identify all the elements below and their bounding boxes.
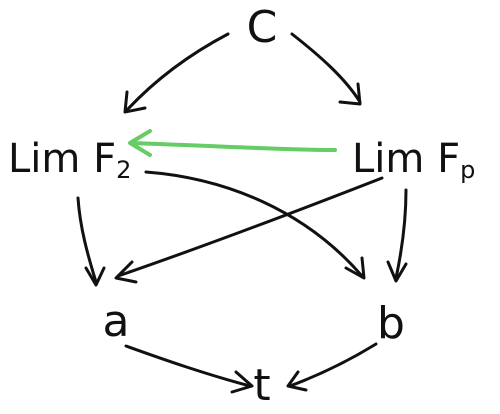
node-t: t — [253, 360, 270, 411]
node-lim-f2-label: Lim F — [8, 136, 116, 182]
node-a: a — [103, 296, 130, 347]
edge-lim-fp-to-lim-f2 — [128, 129, 337, 157]
node-lim-fp-subscript: p — [460, 156, 475, 184]
node-lim-f2-subscript: 2 — [116, 156, 131, 184]
edge-a-to-t — [124, 344, 254, 394]
node-lim-fp: Lim Fp — [352, 136, 475, 184]
edge-lim-fp-to-a — [114, 176, 384, 284]
edge-lim-f2-to-b — [144, 170, 366, 280]
edge-lim-fp-to-b — [386, 188, 408, 283]
node-lim-f2: Lim F2 — [8, 136, 131, 184]
edge-c-to-lim-fp — [290, 32, 362, 106]
edge-c-to-lim-f2 — [123, 32, 230, 114]
node-c: C — [247, 2, 278, 53]
edge-lim-f2-to-a — [76, 196, 106, 287]
edge-b-to-t — [286, 342, 378, 392]
node-b: b — [377, 298, 405, 349]
edges — [76, 32, 408, 394]
node-lim-fp-label: Lim F — [352, 136, 460, 182]
